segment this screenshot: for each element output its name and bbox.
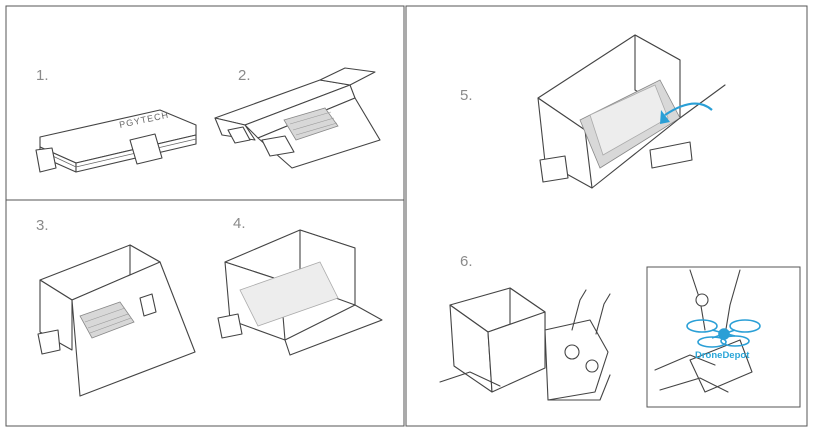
step-4-label: 4. (233, 215, 246, 232)
step-3-label: 3. (36, 217, 49, 234)
drone-icon (686, 319, 761, 348)
fold-arrow-icon (664, 102, 713, 116)
pad-grid-3 (84, 307, 132, 334)
step-1-folded-hood: PGYTECH (35, 109, 197, 173)
pad-grid-2 (289, 111, 338, 136)
fold-arrowhead-icon (660, 110, 670, 124)
step-4-hood-mounted (217, 229, 383, 356)
step-6-hood-on-controller (439, 287, 611, 401)
step-1-label: 1. (36, 67, 49, 84)
step-6-label: 6. (460, 253, 473, 270)
step-5-label: 5. (460, 87, 473, 104)
step-3-open-hood (37, 244, 196, 397)
step-2-unfolding-hood (214, 67, 381, 169)
step-5-fold-flap (537, 34, 726, 189)
step-2-label: 2. (238, 67, 251, 84)
logo-text: DroneDepot (695, 350, 750, 361)
inset-closeup: DroneDepot (646, 266, 801, 408)
